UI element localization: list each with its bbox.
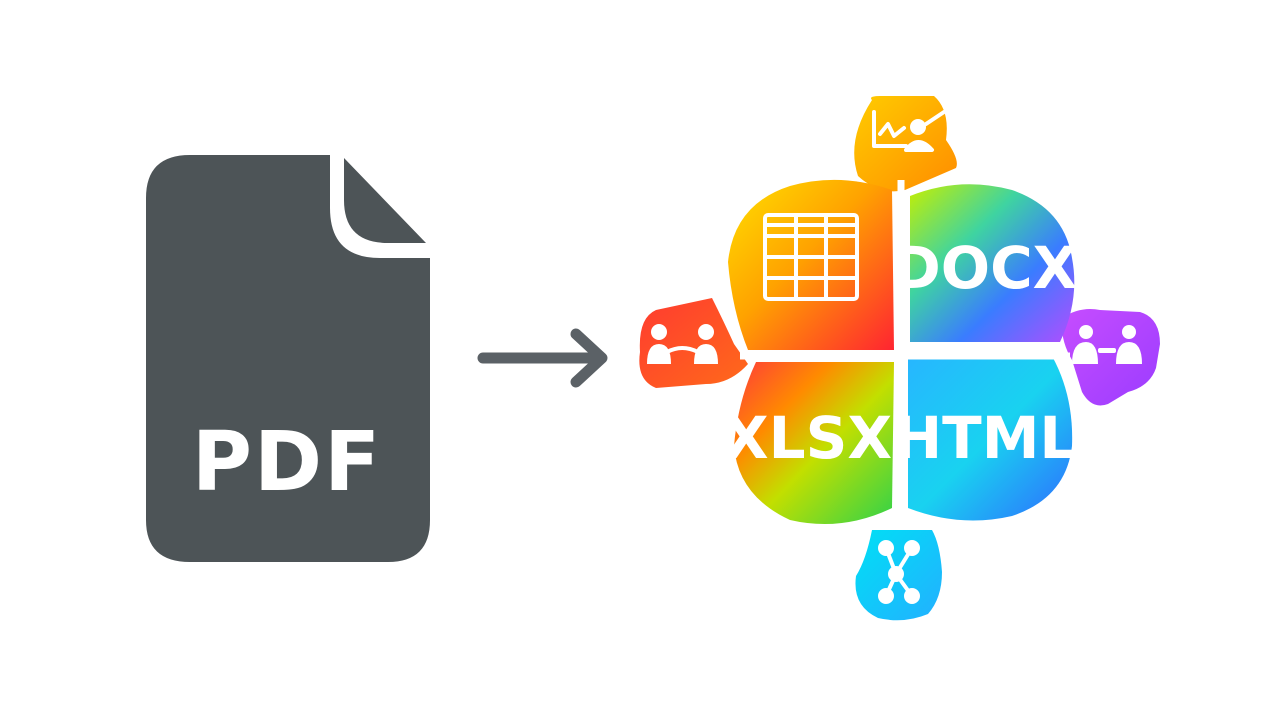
petal-dividers: [740, 180, 1070, 530]
arrow-right-icon: [477, 328, 608, 388]
html-petal: HTML: [894, 356, 1077, 521]
table-petal: [728, 179, 894, 350]
people-handshake-icon: [647, 324, 718, 364]
people-meeting-icon: [1072, 325, 1142, 364]
docx-petal: DOCX: [893, 184, 1078, 342]
top-satellite: [854, 96, 957, 192]
html-label: HTML: [894, 404, 1077, 472]
right-satellite: [1061, 309, 1160, 406]
xlsx-petal: XLSX: [724, 362, 894, 524]
bottom-satellite: [855, 530, 942, 621]
docx-label: DOCX: [893, 234, 1078, 302]
pdf-file-icon: PDF: [146, 155, 430, 562]
xlsx-label: XLSX: [724, 404, 892, 472]
chart-presenter-icon: [872, 110, 946, 152]
network-nodes-icon: [878, 540, 920, 604]
table-icon: [763, 213, 859, 301]
pdf-label: PDF: [192, 415, 382, 510]
left-satellite: [639, 298, 748, 388]
